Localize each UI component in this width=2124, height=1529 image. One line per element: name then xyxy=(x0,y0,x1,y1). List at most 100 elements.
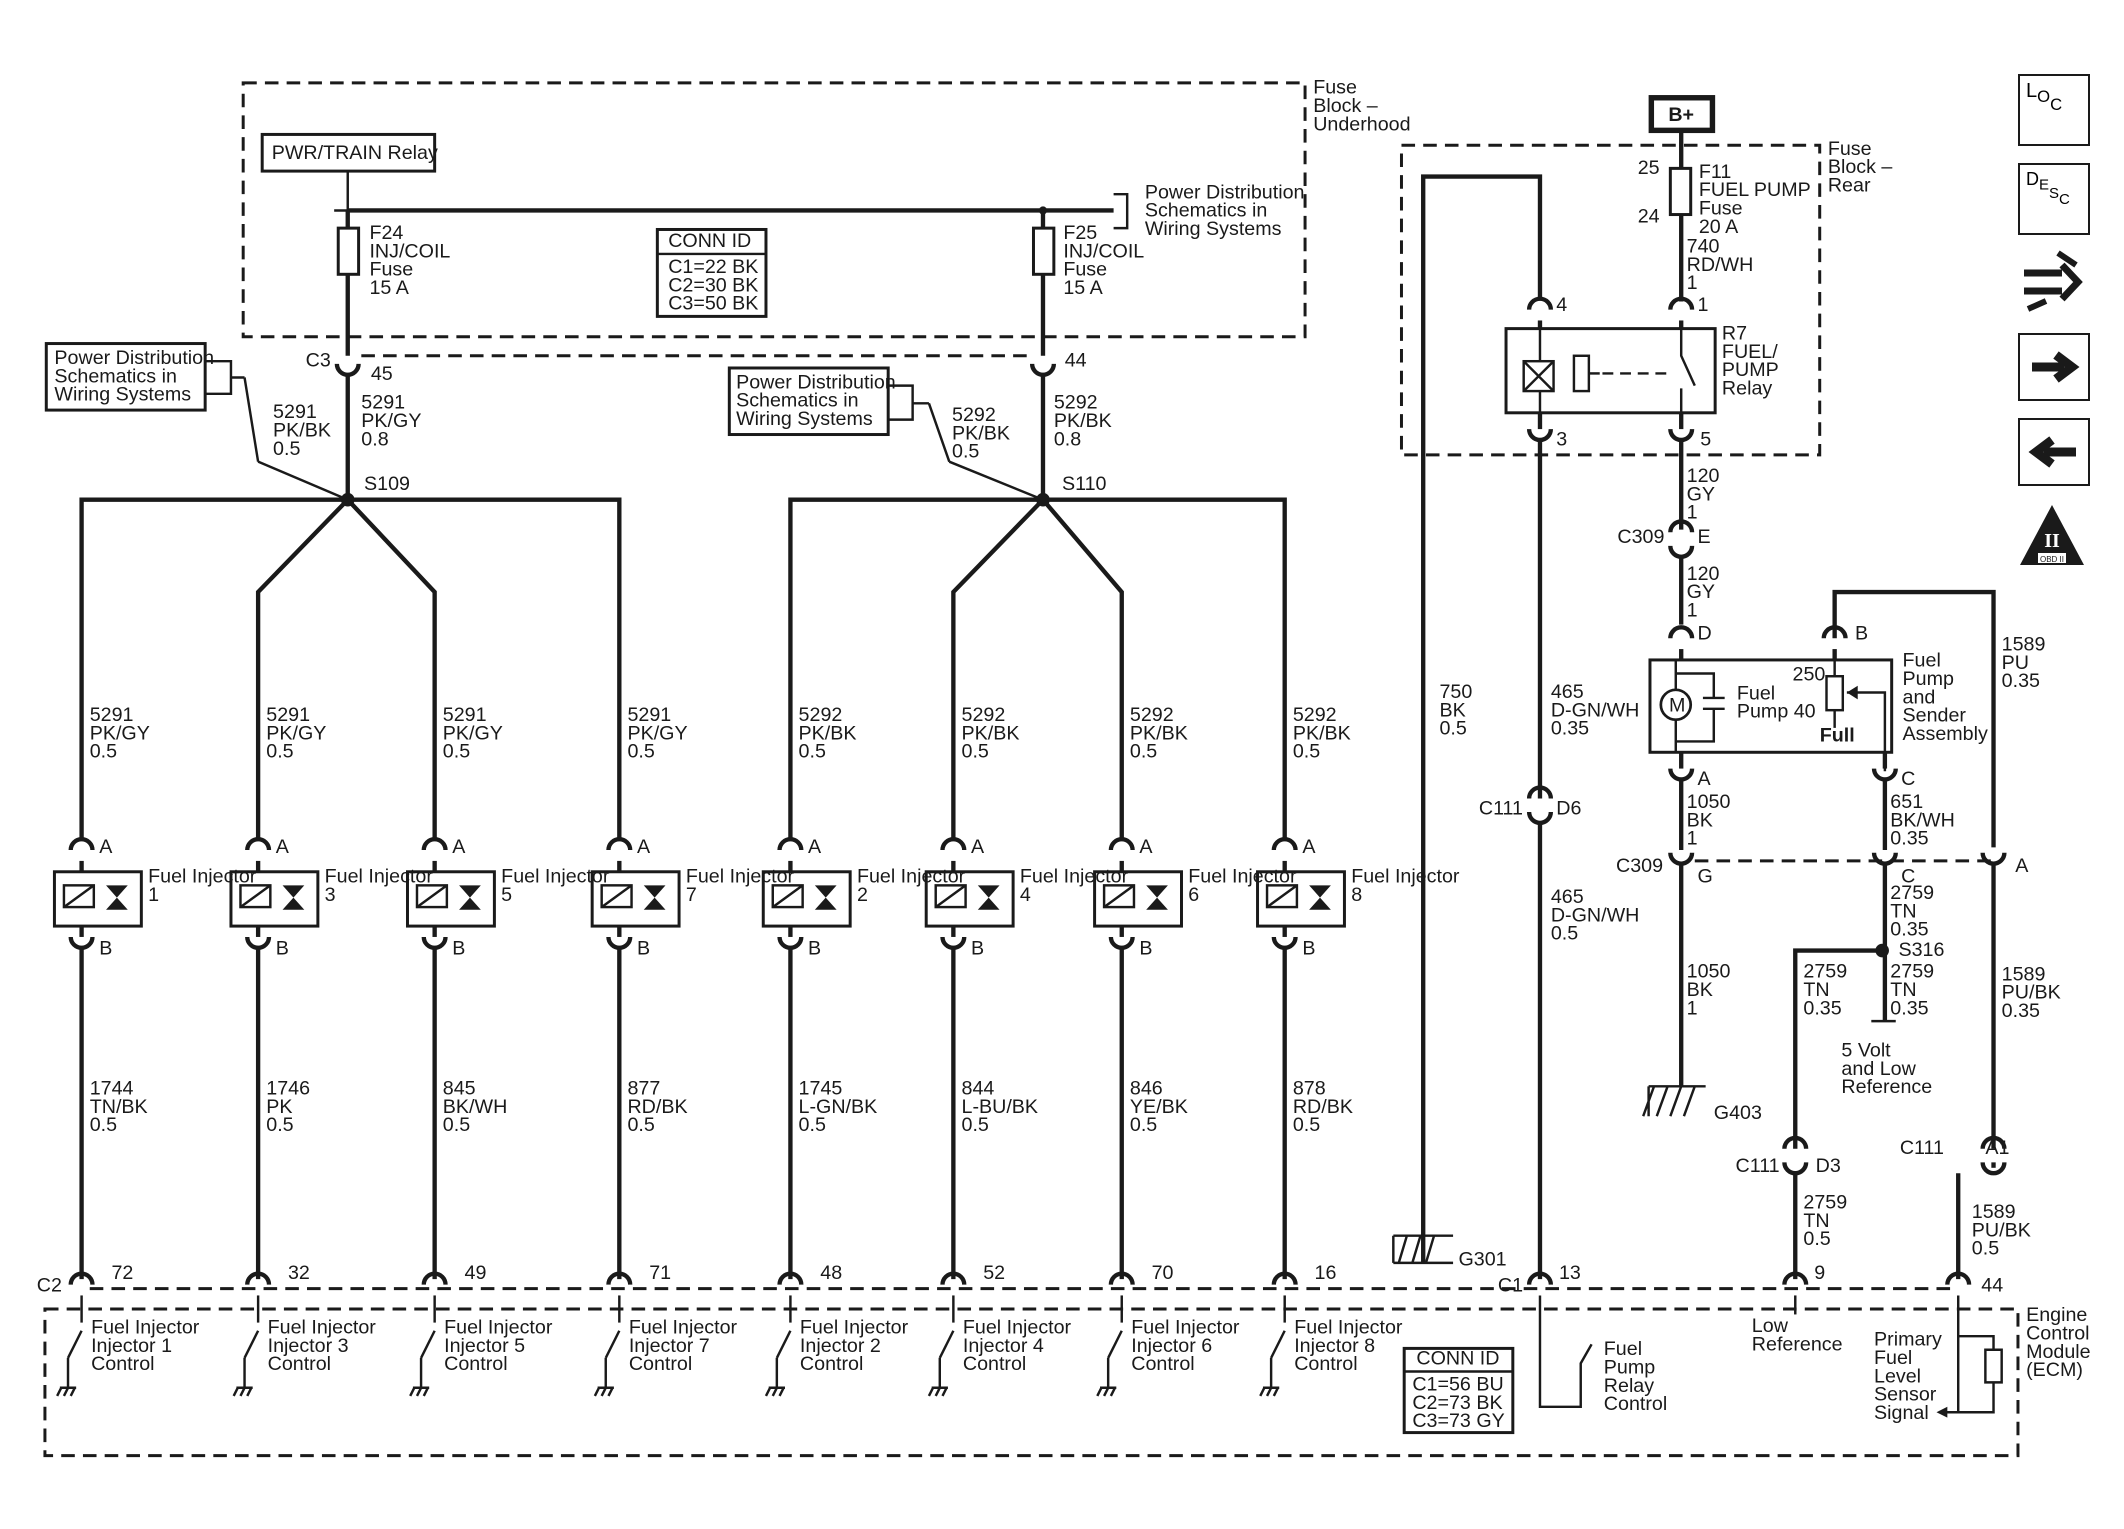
injector-1-pin-b: B xyxy=(99,938,112,960)
conn-id-ecm-title: CONN ID xyxy=(1416,1348,1499,1370)
arrow-left-icon xyxy=(2028,436,2076,468)
power-dist-box-left xyxy=(44,342,207,412)
obd-ii-icon: II OBD II xyxy=(2020,505,2084,565)
ecm-c2-pin-49: 49 xyxy=(465,1262,487,1284)
pump-pin-c: C xyxy=(1901,768,1915,790)
relay-r7-pin-3: 3 xyxy=(1556,428,1567,450)
fuse-f25-symbol xyxy=(1031,226,1056,276)
wrench-icon xyxy=(2024,250,2083,312)
c111-pin-a1: A1 xyxy=(1985,1137,2009,1159)
c309-pin-a: A xyxy=(2015,855,2029,877)
location-icon: LOC xyxy=(2026,80,2063,114)
component-info-button[interactable] xyxy=(2018,243,2090,319)
previous-page-button[interactable] xyxy=(2018,418,2090,486)
injector-5-pin-b: B xyxy=(452,938,465,960)
ecm-c1-pin-44: 44 xyxy=(1981,1274,2003,1296)
obd-ii-button[interactable]: II OBD II xyxy=(2018,503,2086,567)
injector-7-pin-b: B xyxy=(637,938,650,960)
ecm-c2-pin-71: 71 xyxy=(649,1262,671,1284)
conn-id-top-title: CONN ID xyxy=(668,230,751,252)
ecm-c2-pin-32: 32 xyxy=(288,1262,310,1284)
splice-s109-label: S109 xyxy=(364,473,410,495)
fuel-injector-3 xyxy=(229,837,320,1397)
fuse-block-rear-outline xyxy=(1399,143,1822,457)
injector-1-pin-a: A xyxy=(99,836,113,858)
conn-id-top-box xyxy=(655,227,768,318)
c3-label: C3 xyxy=(306,350,331,372)
c309-pin-e: E xyxy=(1697,526,1710,548)
description-button[interactable]: DESC xyxy=(2018,163,2090,235)
relay-r7-pin-5: 5 xyxy=(1700,428,1711,450)
next-page-button[interactable] xyxy=(2018,333,2090,401)
pump-pin-d: D xyxy=(1697,623,1711,645)
c111-pin-d3: D3 xyxy=(1816,1155,1841,1177)
fuel-injector-1 xyxy=(52,837,143,1397)
injector-8-pin-a: A xyxy=(1302,836,1316,858)
pump-pin-b: B xyxy=(1855,623,1868,645)
fuel-injector-6 xyxy=(1093,837,1183,1397)
fuel-injector-2 xyxy=(761,837,852,1397)
ecm-c2-pin-16: 16 xyxy=(1315,1262,1337,1284)
pump-motor-m: M xyxy=(1669,695,1685,717)
fuel-injector-5 xyxy=(405,837,496,1397)
static-wiring xyxy=(43,81,2020,1458)
c309-pin-g: G xyxy=(1697,866,1712,888)
fuse-f24-symbol xyxy=(336,226,361,276)
injector-8-pin-b: B xyxy=(1302,938,1315,960)
injector-4-pin-a: A xyxy=(971,836,985,858)
relay-r7-box xyxy=(1504,327,1717,415)
c309-label-upper: C309 xyxy=(1617,526,1664,548)
sender-value-250: 250 xyxy=(1793,663,1826,685)
location-button[interactable]: LOC xyxy=(2018,74,2090,146)
c309-pin-c: C xyxy=(1901,866,1915,888)
power-dist-box-right xyxy=(727,366,890,437)
injector-3-pin-a: A xyxy=(276,836,290,858)
ground-g403-label: G403 xyxy=(1714,1102,1762,1124)
ground-g301-label: G301 xyxy=(1459,1249,1507,1271)
injector-2-pin-a: A xyxy=(808,836,822,858)
c3-pin-44: 44 xyxy=(1065,350,1087,372)
ecm-c1-pin-13: 13 xyxy=(1559,1262,1581,1284)
ecm-outline xyxy=(43,1307,2020,1458)
